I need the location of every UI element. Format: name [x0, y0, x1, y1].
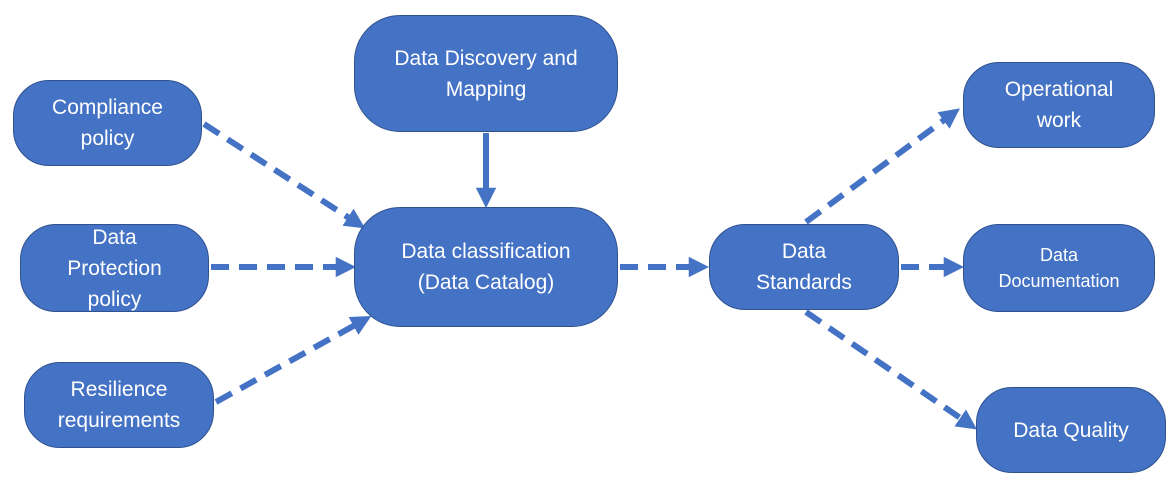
edge-standards-to-operational	[804, 108, 960, 225]
edge-resilience-to-classification	[214, 316, 372, 405]
node-label: Data Discovery and Mapping	[394, 46, 578, 101]
edge-standards-to-quality	[804, 309, 978, 430]
node-data-discovery-mapping: Data Discovery and Mapping	[354, 15, 618, 132]
node-compliance-policy: Compliance policy	[13, 80, 202, 166]
node-label: Data Protection policy	[67, 225, 162, 311]
node-data-quality: Data Quality	[976, 387, 1166, 473]
node-label: Data classification (Data Catalog)	[401, 240, 571, 294]
node-data-standards: Data Standards	[709, 224, 899, 310]
node-data-classification: Data classification (Data Catalog)	[354, 207, 618, 327]
node-resilience-requirements: Resilience requirements	[24, 362, 214, 448]
node-label: Operational work	[1004, 78, 1114, 132]
node-data-documentation: Data Documentation	[963, 224, 1155, 312]
node-label: Data Documentation	[998, 245, 1120, 291]
node-label: Data Quality	[1013, 418, 1129, 442]
node-label: Data Standards	[756, 240, 852, 294]
node-data-protection-policy: Data Protection policy	[20, 224, 209, 312]
node-label: Resilience requirements	[57, 378, 181, 432]
node-label: Compliance policy	[52, 96, 163, 150]
node-operational-work: Operational work	[963, 62, 1155, 148]
edge-compliance-to-classification	[202, 121, 366, 229]
